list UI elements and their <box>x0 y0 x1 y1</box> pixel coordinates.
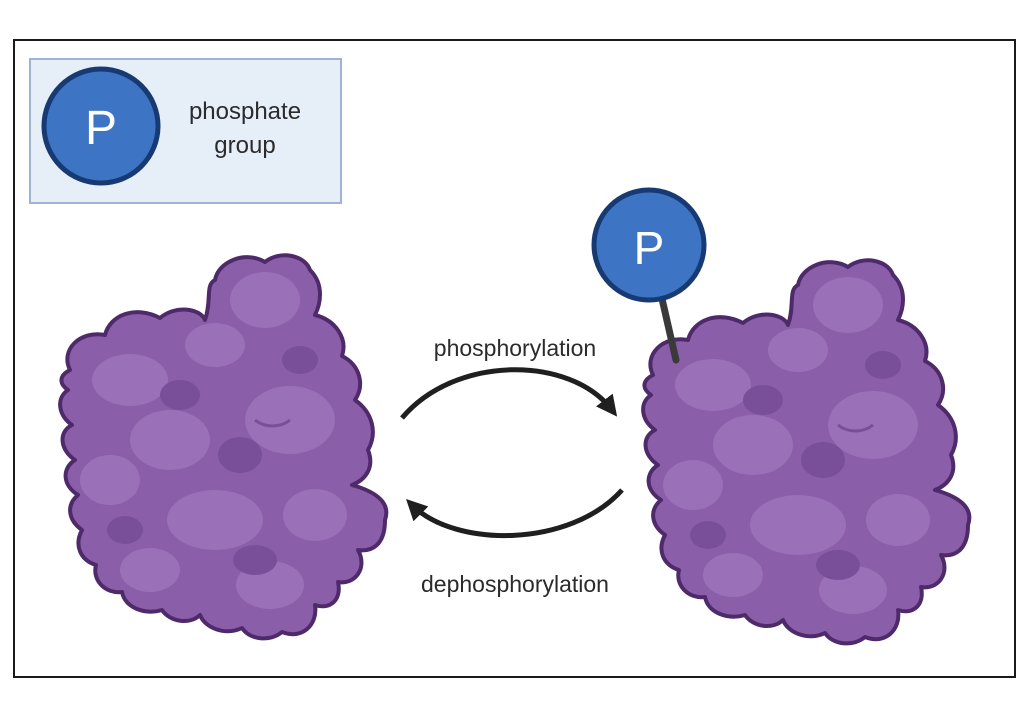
phosphate-linker <box>656 286 680 364</box>
attached-phosphate-icon <box>591 187 707 303</box>
phosphate-legend-icon <box>41 66 161 186</box>
legend-badge-letter: P <box>85 102 117 155</box>
attached-phosphate: P <box>591 187 707 303</box>
dephosphorylation-label: dephosphorylation <box>421 571 609 597</box>
legend: P phosphate group <box>29 58 342 204</box>
phosphorylation-label: phosphorylation <box>434 335 596 361</box>
legend-label-line1: phosphate <box>189 98 301 125</box>
phosphorylation-arrow <box>400 367 618 420</box>
legend-label-line2: group <box>214 132 275 159</box>
dephosphorylation-arrow <box>406 488 624 538</box>
attached-phosphate-letter: P <box>634 222 665 274</box>
